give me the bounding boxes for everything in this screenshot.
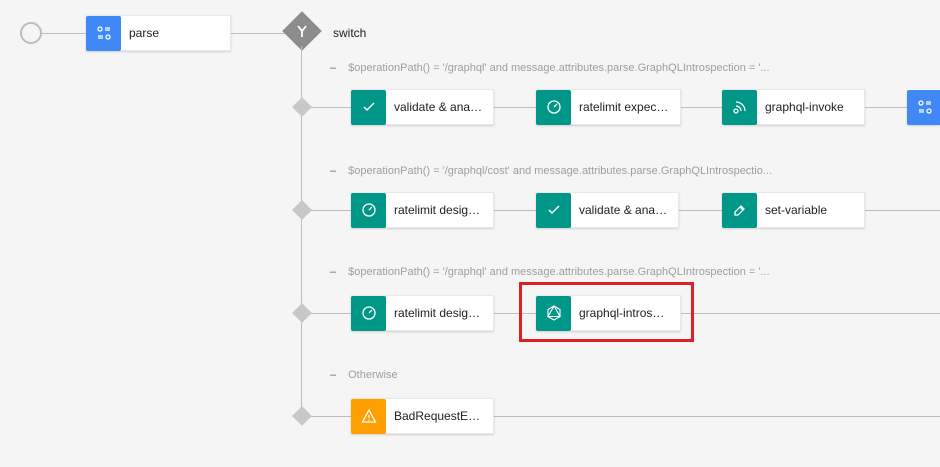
- gauge-icon: [351, 192, 386, 228]
- flow-node-label: ratelimit design-t...: [394, 203, 493, 217]
- case-condition: – $operationPath() = '/graphql' and mess…: [330, 266, 770, 278]
- connector: [308, 416, 940, 417]
- case-condition: – Otherwise: [330, 369, 398, 381]
- flow-node-label: ratelimit expected: [579, 100, 674, 114]
- flow-node-ratelimit-expected[interactable]: ratelimit expected: [536, 89, 681, 125]
- collapse-case-button[interactable]: –: [330, 62, 337, 74]
- flow-node-ratelimit-design[interactable]: ratelimit design-t...: [351, 192, 494, 228]
- start-circle[interactable]: [20, 22, 42, 44]
- check-icon: [351, 89, 386, 125]
- case-branch-diamond[interactable]: [292, 200, 312, 220]
- flow-node-label: validate & analyze: [579, 203, 677, 217]
- flow-node-graphql-invoke[interactable]: graphql-invoke: [722, 89, 865, 125]
- collapse-case-button[interactable]: –: [330, 165, 337, 177]
- flow-node-set-variable[interactable]: set-variable: [722, 192, 865, 228]
- graphql-icon: [536, 295, 571, 331]
- flow-node-validate-analyze[interactable]: validate & analyze: [536, 192, 679, 228]
- flow-node-label: validate & analyze: [394, 100, 492, 114]
- flow-node-label: set-variable: [765, 203, 828, 217]
- switch-icon: [297, 25, 307, 37]
- invoke-icon: [722, 89, 757, 125]
- case-branch-diamond[interactable]: [292, 97, 312, 117]
- collapse-case-button[interactable]: –: [330, 369, 337, 381]
- case-condition-text: $operationPath() = '/graphql' and messag…: [348, 62, 770, 74]
- set-variable-icon: [722, 192, 757, 228]
- gauge-icon: [536, 89, 571, 125]
- gauge-icon: [351, 295, 386, 331]
- check-icon: [536, 192, 571, 228]
- case-condition-text: Otherwise: [348, 369, 398, 381]
- collapse-case-button[interactable]: –: [330, 266, 337, 278]
- case-condition-text: $operationPath() = '/graphql/cost' and m…: [348, 165, 773, 177]
- flow-node-graphql-introspect[interactable]: graphql-introspect: [536, 295, 681, 331]
- flow-node-parse[interactable]: [907, 89, 940, 125]
- case-condition-text: $operationPath() = '/graphql' and messag…: [348, 266, 770, 278]
- switch-trunk: [301, 46, 302, 416]
- flow-node-validate-analyze[interactable]: validate & analyze: [351, 89, 494, 125]
- warning-icon: [351, 398, 386, 434]
- flow-node-bad-request-error[interactable]: BadRequestError: [351, 398, 494, 434]
- flow-node-ratelimit-design[interactable]: ratelimit design-t...: [351, 295, 494, 331]
- switch-label: switch: [333, 26, 367, 40]
- connector: [230, 33, 292, 34]
- parse-node-label: parse: [129, 26, 160, 40]
- case-condition: – $operationPath() = '/graphql' and mess…: [330, 62, 770, 74]
- case-condition: – $operationPath() = '/graphql/cost' and…: [330, 165, 772, 177]
- flow-node-label: BadRequestError: [394, 409, 487, 423]
- parse-icon: [907, 89, 940, 125]
- case-branch-diamond[interactable]: [292, 406, 312, 426]
- case-branch-diamond[interactable]: [292, 303, 312, 323]
- flow-node-label: ratelimit design-t...: [394, 306, 493, 320]
- highlight-box: [519, 282, 694, 342]
- parse-icon: [86, 15, 121, 51]
- connector: [38, 33, 88, 34]
- flow-node-label: graphql-invoke: [765, 100, 844, 114]
- parse-node[interactable]: parse: [86, 15, 231, 51]
